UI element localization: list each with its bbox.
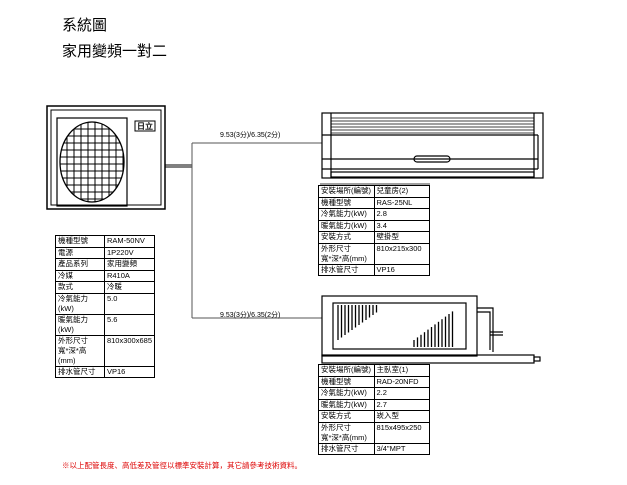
spec-row: 外形尺寸 寬*深*高(mm)810x300x685 — [55, 334, 156, 367]
spec-label: 外形尺寸 寬*深*高(mm) — [55, 334, 105, 367]
spec-label: 電源 — [55, 246, 105, 259]
spec-label: 安裝方式 — [318, 410, 375, 423]
spec-label: 安裝場所(編號) — [318, 364, 375, 377]
spec-label: 暖氣能力(kW) — [318, 219, 375, 232]
spec-label: 安裝場所(編號) — [318, 185, 375, 198]
spec-label: 機種型號 — [318, 196, 375, 209]
spec-label: 暖氣能力(kW) — [55, 313, 105, 336]
wall-indoor-unit — [320, 112, 544, 185]
outdoor-unit — [46, 105, 166, 210]
spec-value: 5.0 — [103, 292, 156, 315]
spec-value: 崁入型 — [373, 410, 430, 423]
diagram-subtitle: 家用變頻一對二 — [62, 42, 168, 60]
spec-value: 1P220V — [103, 246, 156, 259]
spec-label: 冷氣能力(kW) — [55, 292, 105, 315]
spec-row: 產品系列家用變頻 — [55, 258, 156, 271]
spec-label: 機種型號 — [318, 375, 375, 388]
spec-value: 3.4 — [373, 219, 430, 232]
pipe-size-label-2: 9.53(3分)/6.35(2分) — [220, 312, 281, 319]
spec-value: 壁掛型 — [373, 231, 430, 244]
spec-row: 款式冷暖 — [55, 281, 156, 294]
duct-indoor-unit — [321, 295, 541, 364]
spec-value: RAM-50NV — [103, 235, 156, 248]
spec-label: 外形尺寸 寬*深*高(mm) — [318, 242, 375, 265]
spec-row: 暖氣能力(kW)5.6 — [55, 313, 156, 336]
spec-label: 款式 — [55, 281, 105, 294]
spec-row: 暖氣能力(kW)3.4 — [318, 219, 430, 232]
spec-value: R410A — [103, 269, 156, 282]
spec-row: 外形尺寸 寬*深*高(mm)815x495x250 — [318, 421, 430, 444]
spec-row: 安裝場所(編號)兒童房(2) — [318, 185, 430, 198]
refrigerant-piping — [165, 142, 322, 319]
spec-value: VP16 — [103, 365, 156, 378]
spec-value: 冷暖 — [103, 281, 156, 294]
spec-row: 安裝場所(編號)主臥室(1) — [318, 364, 430, 377]
spec-row: 安裝方式壁掛型 — [318, 231, 430, 244]
brand-logo: 日立 — [137, 122, 153, 131]
spec-value: 810x300x685 — [103, 334, 156, 367]
spec-label: 冷氣能力(kW) — [318, 387, 375, 400]
spec-value: 2.8 — [373, 208, 430, 221]
spec-label: 排水管尺寸 — [318, 442, 375, 455]
spec-row: 安裝方式崁入型 — [318, 410, 430, 423]
spec-value: VP16 — [373, 263, 430, 276]
spec-row: 冷氣能力(kW)2.8 — [318, 208, 430, 221]
spec-value: 2.7 — [373, 398, 430, 411]
spec-value: 5.6 — [103, 313, 156, 336]
spec-value: 2.2 — [373, 387, 430, 400]
spec-value: RAS-25NL — [373, 196, 430, 209]
spec-row: 外形尺寸 寬*深*高(mm)810x215x300 — [318, 242, 430, 265]
spec-value: 主臥室(1) — [373, 364, 430, 377]
spec-label: 安裝方式 — [318, 231, 375, 244]
pipe-size-label-1: 9.53(3分)/6.35(2分) — [220, 132, 281, 139]
spec-label: 冷氣能力(kW) — [318, 208, 375, 221]
spec-value: 810x215x300 — [373, 242, 430, 265]
spec-row: 冷氣能力(kW)2.2 — [318, 387, 430, 400]
spec-value: 3/4"MPT — [373, 442, 430, 455]
spec-label: 機種型號 — [55, 235, 105, 248]
spec-label: 冷媒 — [55, 269, 105, 282]
spec-value: 家用變頻 — [103, 258, 156, 271]
spec-value: 815x495x250 — [373, 421, 430, 444]
footnote: ※以上配管長度、高低差及管徑以標準安裝計算，其它請參考技術資料。 — [62, 461, 302, 470]
spec-label: 外形尺寸 寬*深*高(mm) — [318, 421, 375, 444]
spec-label: 排水管尺寸 — [318, 263, 375, 276]
spec-row: 冷氣能力(kW)5.0 — [55, 292, 156, 315]
spec-label: 暖氣能力(kW) — [318, 398, 375, 411]
diagram-title: 系統圖 — [62, 16, 108, 34]
spec-row: 暖氣能力(kW)2.7 — [318, 398, 430, 411]
spec-label: 排水管尺寸 — [55, 365, 105, 378]
spec-label: 產品系列 — [55, 258, 105, 271]
spec-value: 兒童房(2) — [373, 185, 430, 198]
spec-value: RAD-20NFD — [373, 375, 430, 388]
